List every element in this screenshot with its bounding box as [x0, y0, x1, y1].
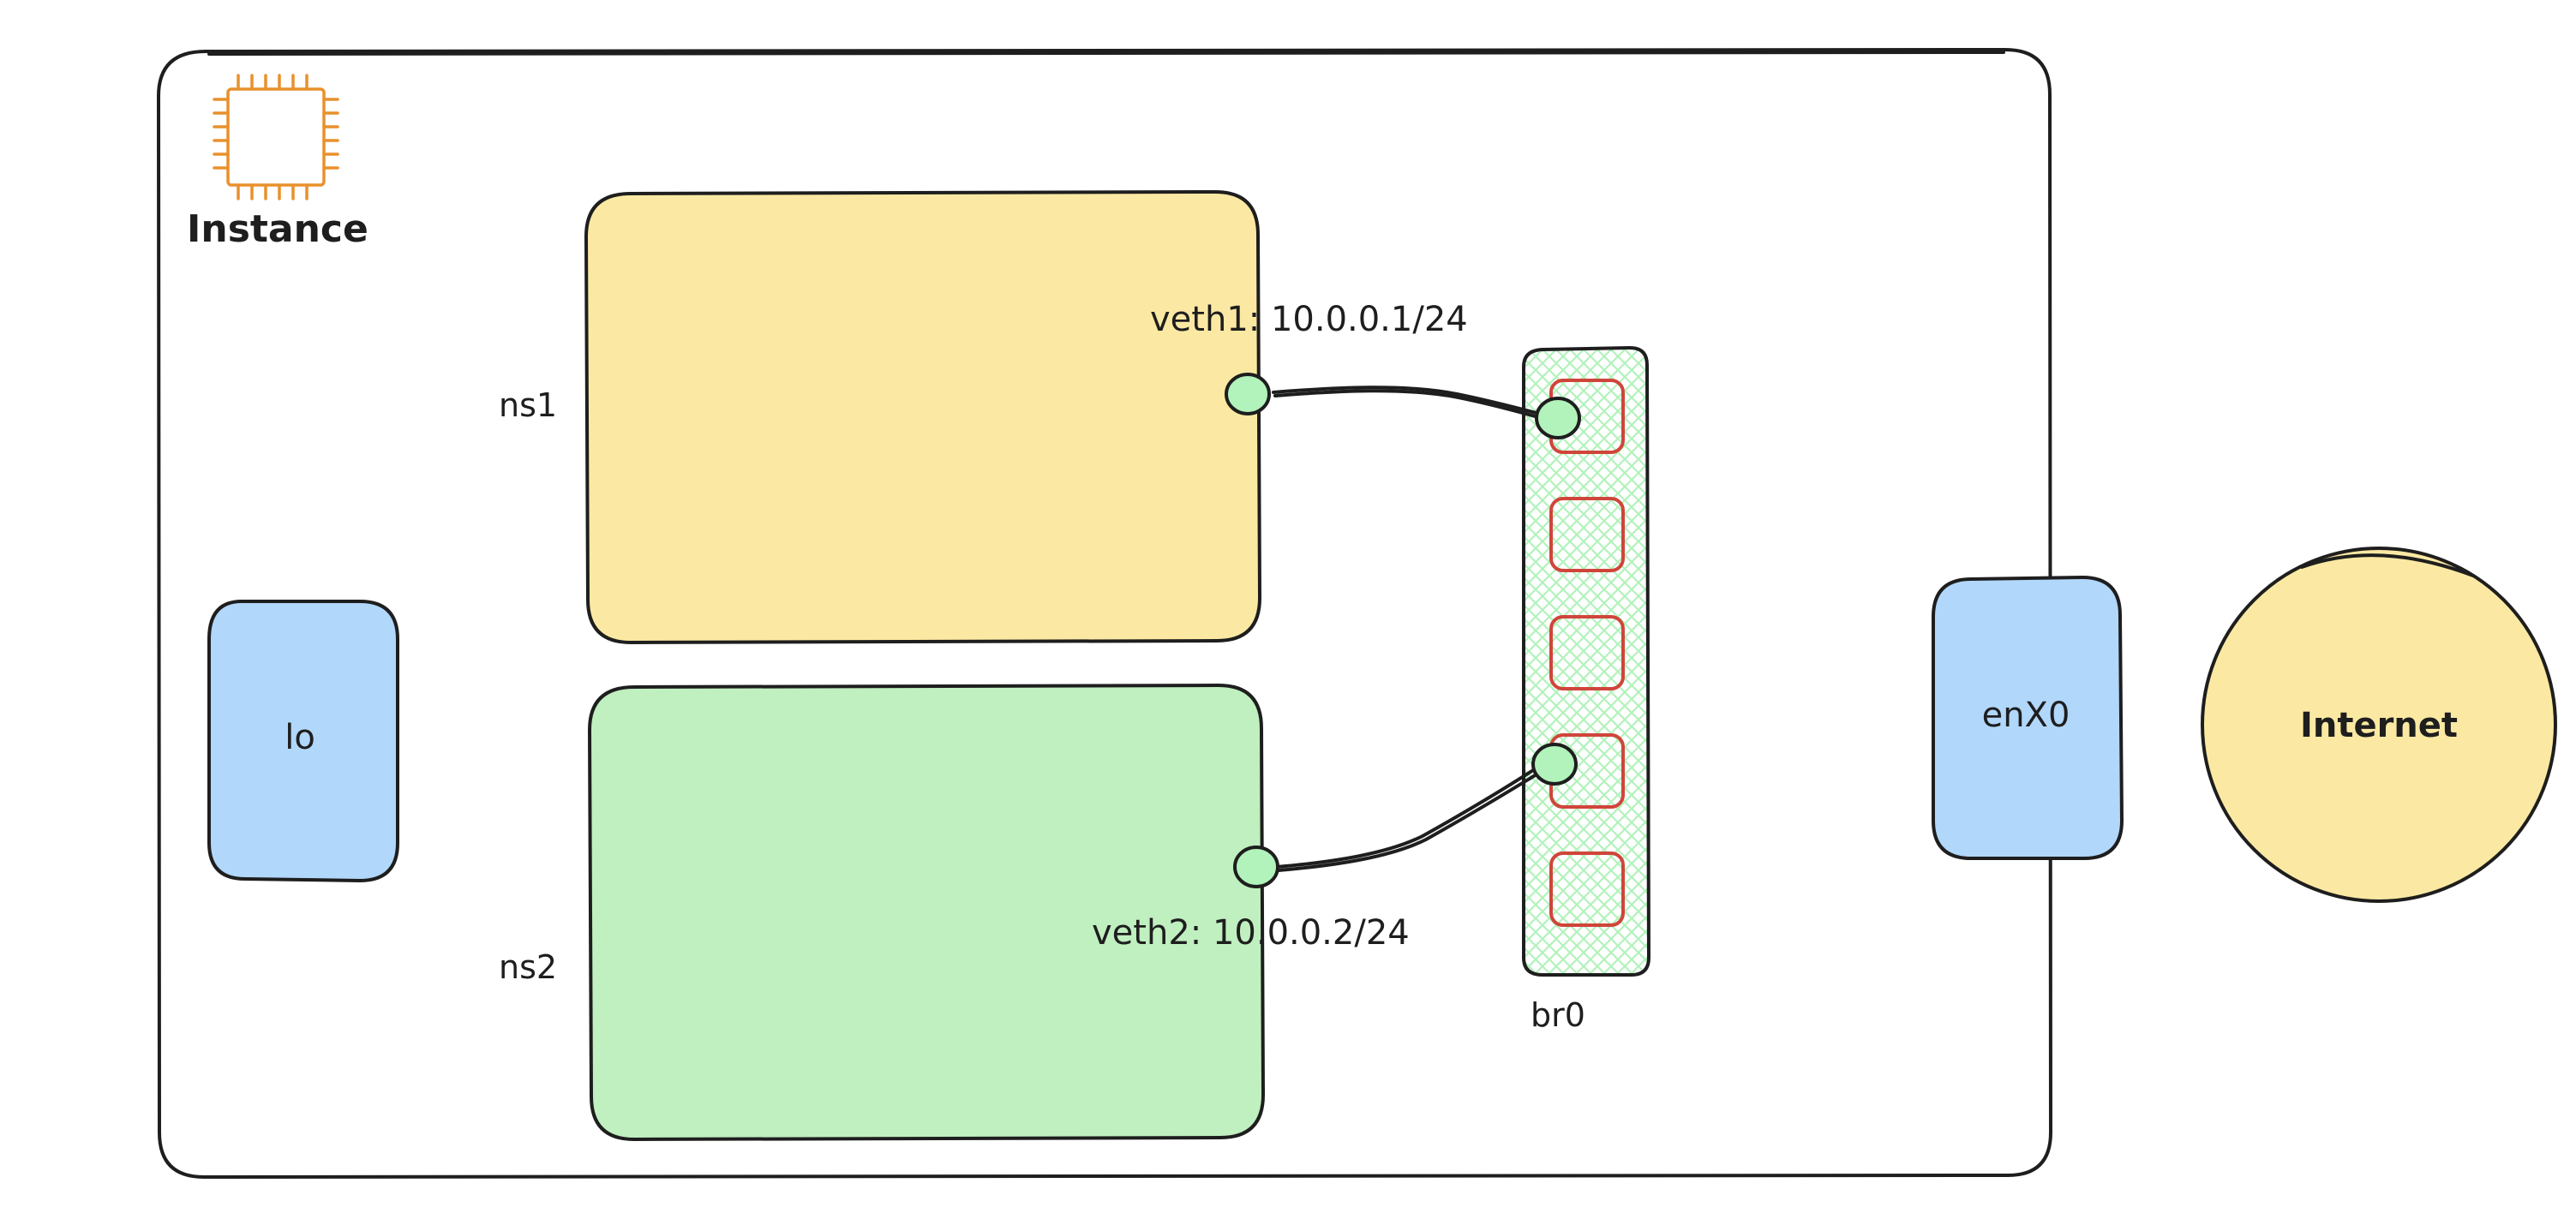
veth2-bridge-endpoint[interactable] — [1531, 743, 1578, 786]
ns1-namespace-box[interactable] — [584, 189, 1262, 645]
ns1-label: ns1 — [499, 386, 557, 424]
instance-label: Instance — [187, 207, 368, 251]
veth1-ns-endpoint[interactable] — [1225, 373, 1271, 415]
internet-circle[interactable] — [2201, 547, 2557, 903]
veth1-label: veth1: 10.0.0.1/24 — [1150, 300, 1468, 339]
bridge-port[interactable] — [1549, 852, 1625, 927]
br0-label: br0 — [1531, 996, 1585, 1034]
bridge-port[interactable] — [1549, 615, 1625, 690]
lo-label: lo — [285, 718, 315, 757]
bridge-port[interactable] — [1549, 497, 1625, 572]
cpu-chip-icon — [213, 74, 339, 200]
veth2-link-stroke2 — [1277, 766, 1549, 872]
veth2-label: veth2: 10.0.0.2/24 — [1092, 913, 1410, 953]
internet-label: Internet — [2300, 706, 2458, 745]
instance-container[interactable] — [157, 48, 2052, 1179]
ns2-namespace-box[interactable] — [587, 683, 1266, 1142]
lo-interface-box[interactable] — [207, 600, 399, 883]
enx0-interface-box[interactable] — [1932, 575, 2124, 860]
ns2-label: ns2 — [499, 948, 557, 986]
br0-bridge[interactable] — [1522, 345, 1651, 977]
veth1-bridge-endpoint[interactable] — [1535, 397, 1581, 439]
veth2-link — [1275, 762, 1544, 869]
enx0-label: enX0 — [1982, 696, 2070, 735]
veth1-link-stroke2 — [1273, 389, 1556, 423]
veth1-link — [1272, 385, 1560, 420]
veth2-ns-endpoint[interactable] — [1233, 846, 1279, 888]
